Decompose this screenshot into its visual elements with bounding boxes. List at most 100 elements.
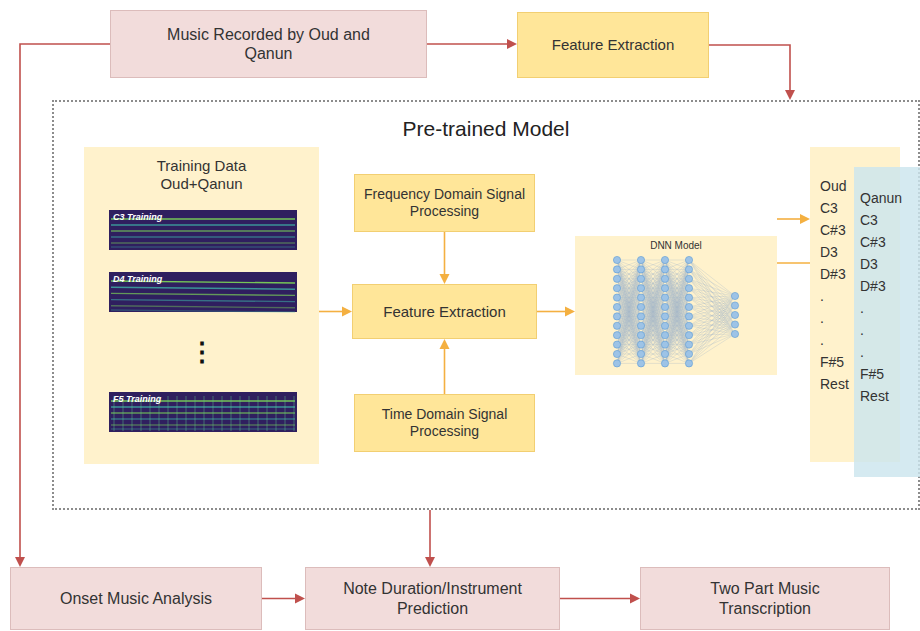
model-region: Pre-trained ModelTraining Data Oud+Qanun… xyxy=(52,100,920,510)
network-link xyxy=(689,298,735,334)
image-caption: F5 Training xyxy=(113,394,161,404)
spectrogram xyxy=(109,272,297,312)
network-neuron xyxy=(685,275,692,282)
network-link xyxy=(641,260,665,345)
network-link xyxy=(665,335,689,363)
network-neuron xyxy=(685,341,692,348)
network-neuron xyxy=(685,266,692,273)
connector xyxy=(425,510,435,567)
image-caption: D4 Training xyxy=(113,274,162,284)
neural-network xyxy=(575,236,777,375)
network-neuron xyxy=(731,321,738,328)
harmonic-stroke xyxy=(111,246,295,247)
arrow-head xyxy=(440,274,450,284)
harmonic-stroke xyxy=(111,287,295,289)
network-link xyxy=(689,269,735,315)
harmonic-stroke xyxy=(111,242,295,243)
network-link xyxy=(617,260,641,345)
network-link xyxy=(689,296,735,335)
list-item: Rest xyxy=(854,385,920,407)
connector-line xyxy=(429,510,431,558)
onset-stroke xyxy=(168,396,169,431)
network-neuron xyxy=(685,360,692,367)
connector xyxy=(777,214,810,224)
onset-stroke xyxy=(294,396,295,431)
list-item: C#3 xyxy=(854,231,920,253)
arrow-head xyxy=(565,307,575,317)
network-link xyxy=(665,260,689,345)
list-item: C3 xyxy=(854,209,920,231)
connector xyxy=(427,39,517,49)
node-label: Pre-trained Model xyxy=(54,116,918,141)
onset-stroke xyxy=(231,396,232,431)
network-link xyxy=(689,279,735,325)
list-item: . xyxy=(854,341,920,363)
network-neuron xyxy=(613,294,620,301)
network-link xyxy=(665,260,689,363)
arrow-head xyxy=(785,90,795,100)
network-neuron xyxy=(613,256,620,263)
network-neuron xyxy=(637,313,644,320)
training-panel: Training Data Oud+Qanun C3 Training D4 Tra… xyxy=(84,147,319,464)
network-neuron xyxy=(613,350,620,357)
node-label: Feature Extraction xyxy=(383,303,506,321)
node-label: Qanun xyxy=(854,187,920,209)
network-neuron xyxy=(661,266,668,273)
network-link xyxy=(617,260,641,363)
network-neuron xyxy=(637,350,644,357)
connector xyxy=(262,594,305,604)
network-link xyxy=(689,260,735,306)
onset-stroke xyxy=(249,396,250,431)
connector xyxy=(709,45,795,100)
connector-line xyxy=(537,311,566,313)
network-link xyxy=(689,296,735,345)
network-neuron xyxy=(685,256,692,263)
connector xyxy=(440,232,450,284)
arrow-head xyxy=(440,339,450,349)
node-label: Training Data Oud+Qanun xyxy=(142,157,262,193)
network-link xyxy=(641,335,665,363)
network-neuron xyxy=(637,341,644,348)
network-link xyxy=(689,260,735,315)
process-box: Onset Music Analysis xyxy=(10,567,262,630)
network-neuron xyxy=(637,332,644,339)
network-link xyxy=(689,315,735,363)
onset-stroke xyxy=(258,396,259,431)
network-link xyxy=(617,279,641,364)
network-neuron xyxy=(613,303,620,310)
network-neuron xyxy=(613,360,620,367)
network-neuron xyxy=(685,285,692,292)
network-neuron xyxy=(637,360,644,367)
network-link xyxy=(641,260,665,345)
arrow-head xyxy=(295,594,305,604)
network-neuron xyxy=(731,311,738,318)
network-neuron xyxy=(661,360,668,367)
network-link xyxy=(689,325,735,364)
network-link xyxy=(665,316,689,363)
network-neuron xyxy=(613,266,620,273)
network-link xyxy=(689,334,735,363)
network-neuron xyxy=(661,285,668,292)
connector-line xyxy=(262,598,296,600)
network-link xyxy=(641,279,665,364)
input-box: Music Recorded by Oud and Qanun xyxy=(110,10,427,78)
connector-line xyxy=(319,311,343,313)
network-neuron xyxy=(613,341,620,348)
connector xyxy=(560,594,640,604)
network-neuron xyxy=(685,313,692,320)
network-neuron xyxy=(731,292,738,299)
connector xyxy=(440,339,450,394)
spectrogram xyxy=(109,210,297,250)
network-link xyxy=(689,306,735,364)
network-neuron xyxy=(661,294,668,301)
network-link xyxy=(617,335,641,363)
process-box: Feature Extraction xyxy=(517,12,709,78)
process-box: Note Duration/Instrument Prediction xyxy=(305,567,560,630)
onset-stroke xyxy=(222,396,223,431)
network-link xyxy=(617,260,641,363)
network-neuron xyxy=(637,303,644,310)
network-link xyxy=(689,296,735,363)
network-neuron xyxy=(637,256,644,263)
image-caption: C3 Training xyxy=(113,212,162,222)
network-neuron xyxy=(685,322,692,329)
